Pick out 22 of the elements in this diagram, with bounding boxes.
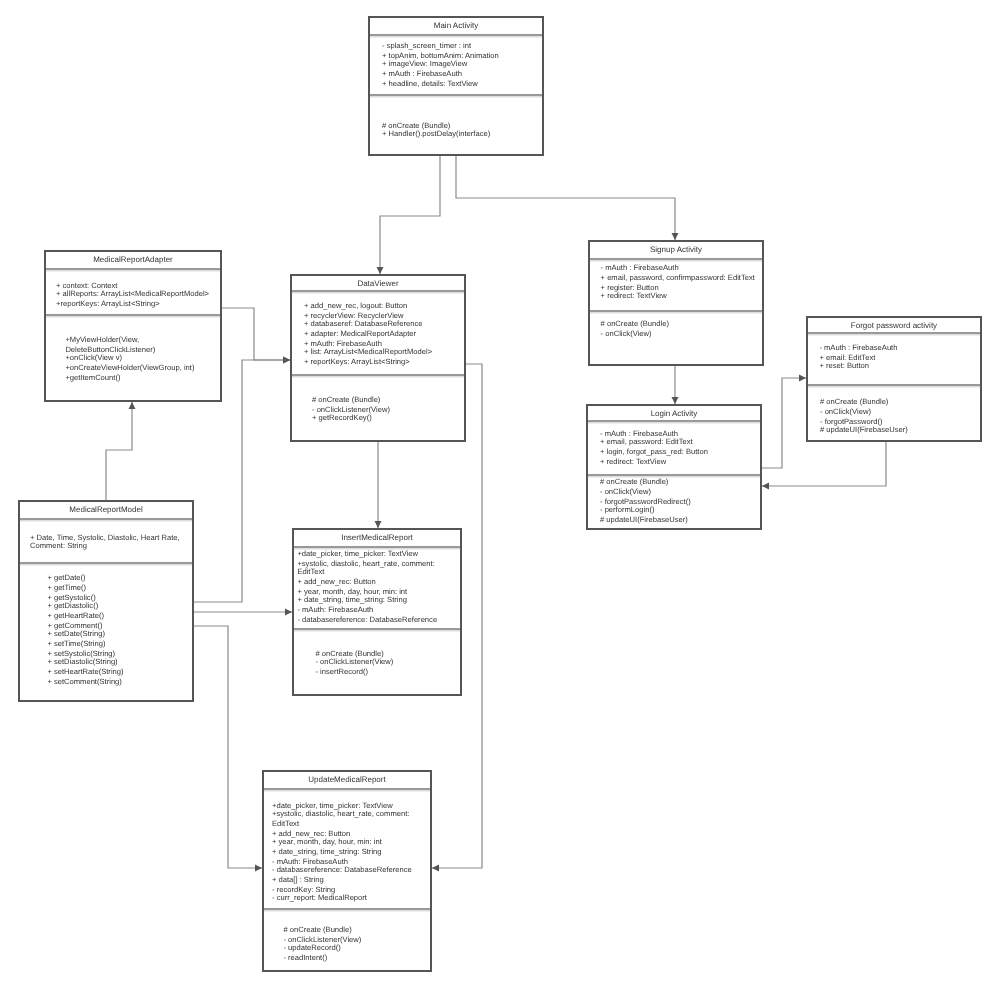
arrow (374, 441, 382, 529)
arrow (193, 625, 263, 872)
attribute-compartment (294, 545, 460, 628)
arrow (193, 608, 293, 616)
class-box (262, 770, 432, 972)
arrow (431, 363, 483, 872)
arrow (376, 155, 441, 275)
arrow (105, 401, 136, 501)
class-box (18, 500, 194, 702)
arrow (671, 365, 679, 405)
class-box (806, 316, 982, 442)
class-box (368, 16, 544, 156)
method-compartment (588, 473, 760, 529)
class-box (44, 250, 222, 402)
class-box (586, 404, 762, 530)
arrow (761, 374, 807, 469)
arrow (193, 356, 291, 603)
class-box (588, 240, 764, 366)
class-box (292, 528, 462, 696)
class-box (290, 274, 466, 442)
arrow (455, 155, 679, 241)
arrow (761, 441, 887, 490)
